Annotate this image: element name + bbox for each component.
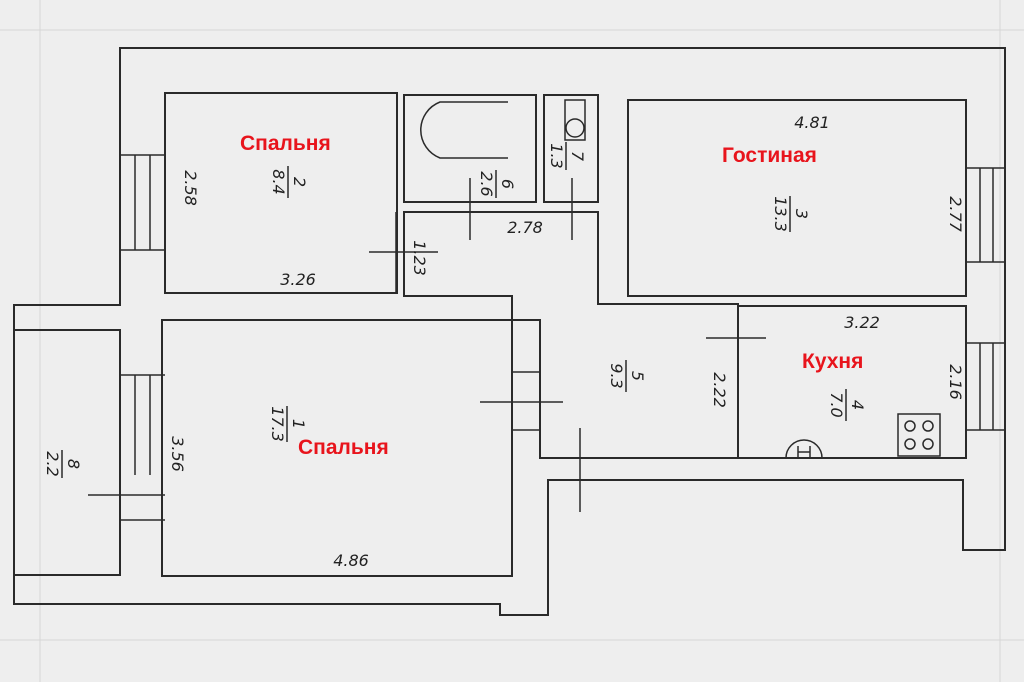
dimension-kitchen-height: 2.16 — [946, 364, 965, 400]
window-bedroom-small — [120, 154, 165, 251]
window-kitchen — [966, 342, 1005, 431]
room-number-bedroom-large: 1 — [289, 419, 308, 429]
dimension-living-width: 4.81 — [794, 113, 830, 132]
room-marker-hallway: 5 9.3 — [607, 360, 647, 392]
room-area-living: 13.3 — [771, 196, 790, 232]
room-living — [627, 99, 967, 297]
room-name-bedroom-large: Спальня — [298, 436, 389, 459]
room-number-toilet: 7 — [568, 151, 587, 162]
room-marker-bedroom-small: 2 8.4 — [269, 166, 309, 198]
room-number-balcony: 8 — [64, 459, 83, 469]
bathtub-icon — [420, 101, 508, 159]
toilet-icon — [564, 99, 586, 141]
hallway-doors — [369, 178, 766, 512]
dimension-bedroom-large-height: 3.56 — [168, 436, 187, 472]
room-toilet — [543, 94, 599, 203]
room-area-kitchen: 7.0 — [827, 392, 846, 417]
dimension-hallway-length: 2.22 — [710, 372, 729, 408]
dimension-kitchen-width: 3.22 — [844, 313, 880, 332]
dimension-bedroom-small-width: 3.26 — [280, 270, 316, 289]
room-bedroom-small — [164, 92, 398, 294]
room-bedroom-large — [161, 319, 513, 577]
room-marker-living: 3 13.3 — [771, 196, 811, 232]
room-area-bedroom-large: 17.3 — [268, 406, 287, 442]
room-area-balcony: 2.2 — [43, 451, 62, 476]
balcony-door — [88, 374, 165, 521]
room-area-bathroom: 2.6 — [477, 171, 496, 196]
window-living — [966, 167, 1005, 263]
outer-wall — [13, 47, 1006, 616]
room-number-living: 3 — [792, 209, 811, 219]
room-marker-kitchen: 4 7.0 — [827, 389, 867, 421]
room-marker-balcony: 8 2.2 — [43, 450, 83, 478]
balcony-outline — [13, 329, 121, 576]
stove-icon — [897, 413, 941, 457]
room-marker-toilet: 7 1.3 — [547, 142, 587, 170]
room-area-hallway: 9.3 — [607, 363, 626, 388]
room-marker-bathroom: 6 2.6 — [477, 170, 517, 198]
dimension-hallway-depth: 1.23 — [410, 240, 429, 276]
room-name-bedroom-small: Спальня — [240, 132, 331, 155]
dimension-bedroom-large-width: 4.86 — [333, 551, 369, 570]
room-number-bathroom: 6 — [498, 179, 517, 189]
room-kitchen — [737, 305, 967, 459]
room-name-kitchen: Кухня — [802, 350, 863, 373]
room-marker-bedroom-large: 1 17.3 — [268, 406, 308, 442]
dimension-hallway-width: 2.78 — [507, 218, 543, 237]
dimension-living-height: 2.77 — [946, 196, 965, 232]
sink-icon — [785, 439, 823, 459]
room-number-bedroom-small: 2 — [290, 177, 309, 187]
room-number-kitchen: 4 — [848, 400, 867, 410]
dimension-bedroom-small-height: 2.58 — [181, 170, 200, 206]
room-name-living: Гостиная — [722, 144, 817, 167]
room-number-hallway: 5 — [628, 371, 647, 381]
room-area-bedroom-small: 8.4 — [269, 169, 288, 194]
room-area-toilet: 1.3 — [547, 143, 566, 168]
room-hallway — [403, 211, 739, 459]
